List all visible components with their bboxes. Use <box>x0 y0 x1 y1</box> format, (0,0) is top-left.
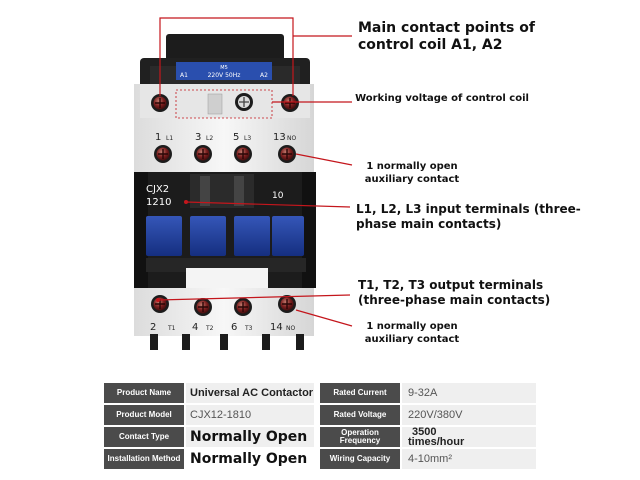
terminal-13-no-label: NO <box>287 135 296 142</box>
coil-a1-label: A1 <box>180 72 188 79</box>
voltage-highlight-box <box>175 89 273 119</box>
coil-voltage-label: 220V 50Hz <box>208 72 241 79</box>
armature-slot-right <box>234 176 244 206</box>
installation-method-value: Normally Open <box>186 449 314 469</box>
coil-screw-a2 <box>281 94 299 112</box>
terminal-window-4 <box>272 216 304 256</box>
terminal-l2-label: L2 <box>206 135 213 142</box>
screw-13-no <box>278 145 296 163</box>
bottom-terminal-labels: 2 T1 4 T2 6 T3 14 NO <box>150 322 295 333</box>
spec-row-2: Product Model CJX12-1810 Rated Voltage 2… <box>100 405 540 427</box>
spec-row-4: Installation Method Normally Open Wiring… <box>100 449 540 471</box>
rated-current-value: 9-32A <box>402 383 536 403</box>
wiring-capacity-label: Wiring Capacity <box>320 449 400 469</box>
operation-frequency-unit: times/hour <box>408 436 465 448</box>
screw-l1 <box>154 145 172 163</box>
operation-frequency-value: 3500 times/hour <box>402 427 536 447</box>
rated-voltage-label: Rated Voltage <box>320 405 400 425</box>
terminal-t2-label: T2 <box>205 325 214 332</box>
operation-frequency-label-text: Operation Frequency <box>339 428 381 445</box>
installation-method-label: Installation Method <box>104 449 184 469</box>
terminal-13-number: 13 <box>273 132 286 143</box>
terminal-1-number: 1 <box>155 132 161 143</box>
coil-voltage-plate: M5 A1 220V 50Hz A2 <box>176 62 272 80</box>
wiring-capacity-value: 4-10mm² <box>402 449 536 469</box>
lower-notch <box>186 268 268 290</box>
spec-row-1: Product Name Universal AC Contactor Rate… <box>100 383 540 405</box>
aux-contact-code: 10 <box>272 191 284 201</box>
coil-a2-label: A2 <box>260 72 268 79</box>
terminal-14-number: 14 <box>270 322 283 333</box>
leader-aux-bottom <box>295 309 353 327</box>
bottom-pins <box>150 334 304 350</box>
product-name-value: Universal AC Contactor <box>186 383 314 403</box>
operation-frequency-number: 3500 <box>412 427 437 438</box>
coil-plate-model: M5 <box>220 65 228 71</box>
leader-input-terminals <box>185 201 351 208</box>
callout-aux-contact-bottom: 1 normally open auxiliary contact <box>364 321 460 345</box>
rated-voltage-value: 220V/380V <box>402 405 536 425</box>
leader-endpoints <box>156 200 188 302</box>
coil-screw-a1 <box>151 94 169 112</box>
callout-aux-contact-top: 1 normally open auxiliary contact <box>364 161 460 185</box>
terminal-window-1 <box>146 216 182 256</box>
terminal-window-2 <box>190 216 226 256</box>
left-rail <box>134 172 148 288</box>
product-model-value: CJX12-1810 <box>186 405 314 425</box>
callout-output-terminals: T1, T2, T3 output terminals (three-phase… <box>358 278 551 307</box>
coil-slot <box>207 93 223 115</box>
center-adjuster-icon <box>235 93 253 111</box>
terminal-3-number: 3 <box>195 132 201 143</box>
terminal-5-number: 5 <box>233 132 239 143</box>
leader-coil-bracket <box>159 17 294 96</box>
leader-aux-top <box>295 153 353 166</box>
terminal-window-3 <box>234 216 270 256</box>
terminal-4-number: 4 <box>192 322 198 333</box>
armature-slot-left <box>200 176 210 206</box>
model-line-1: CJX2 <box>146 184 169 195</box>
operation-frequency-label: Operation Frequency <box>320 427 400 447</box>
screw-t2 <box>194 298 212 316</box>
leader-output-terminals <box>157 294 351 301</box>
product-name-label: Product Name <box>104 383 184 403</box>
terminal-6-number: 6 <box>231 322 237 333</box>
rated-current-label: Rated Current <box>320 383 400 403</box>
contact-type-label: Contact Type <box>104 427 184 447</box>
terminal-2-number: 2 <box>150 322 156 333</box>
terminal-t3-label: T3 <box>244 325 253 332</box>
terminal-14-no-label: NO <box>286 325 295 332</box>
terminal-t1-label: T1 <box>167 325 176 332</box>
product-model-label: Product Model <box>104 405 184 425</box>
callout-main-coil-contacts: Main contact points of control coil A1, … <box>358 20 535 53</box>
model-line-2: 1210 <box>146 197 171 208</box>
callout-input-terminals: L1, L2, L3 input terminals (three-phase … <box>356 202 581 231</box>
terminal-l1-label: L1 <box>166 135 173 142</box>
spec-row-3: Contact Type Normally Open Operation Fre… <box>100 427 540 449</box>
contact-type-value: Normally Open <box>186 427 314 447</box>
screw-t1 <box>151 295 169 313</box>
leader-lines <box>157 17 353 327</box>
screw-l3 <box>234 145 252 163</box>
top-terminal-labels: 1 L1 3 L2 5 L3 13 NO <box>155 132 296 143</box>
screw-t3 <box>234 298 252 316</box>
terminal-l3-label: L3 <box>244 135 251 142</box>
screw-14-no <box>278 295 296 313</box>
screw-l2 <box>194 145 212 163</box>
callout-working-voltage: Working voltage of control coil <box>355 93 529 104</box>
